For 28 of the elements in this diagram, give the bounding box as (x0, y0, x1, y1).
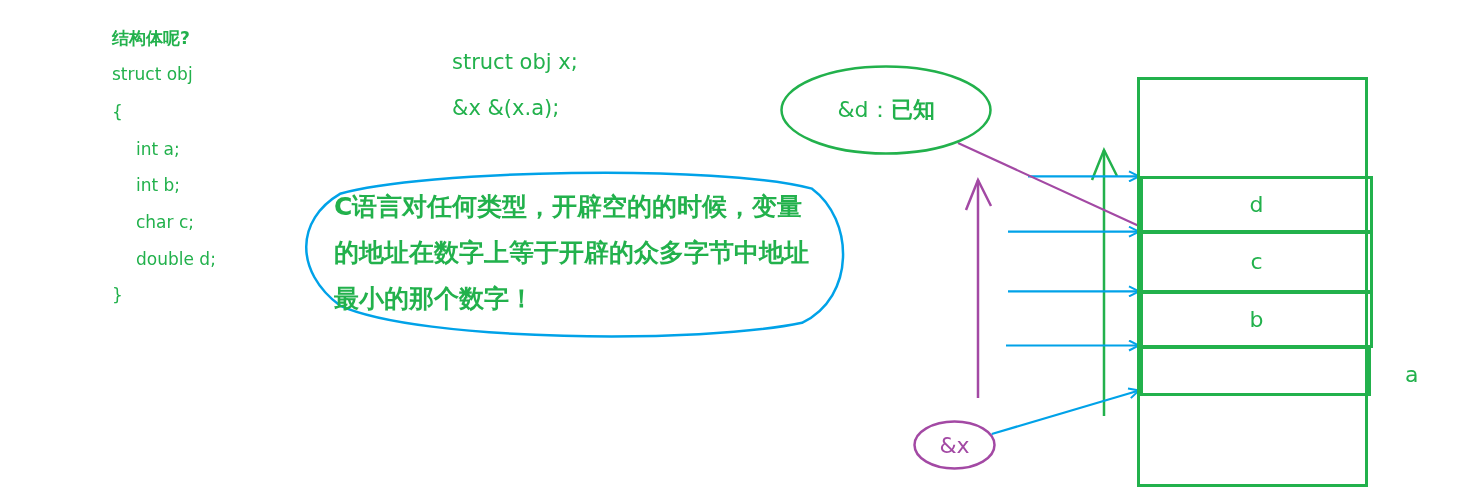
code-line: int a; (136, 141, 180, 158)
code-line: struct obj (112, 66, 193, 83)
code-line: double d; (136, 251, 216, 268)
callout-ellipse (780, 65, 992, 155)
code-line: } (112, 287, 123, 304)
note-text: &d：已知 (837, 96, 935, 124)
arrow (991, 387, 1140, 436)
code-line: { (112, 104, 123, 121)
pointer-circle (913, 420, 996, 470)
member-label: d (1248, 193, 1265, 216)
arrow (1008, 285, 1140, 298)
code-line: &x &(x.a); (452, 98, 560, 119)
code-line: int b; (136, 177, 181, 194)
member-label: b (1248, 308, 1265, 331)
code-line: struct obj x; (452, 52, 578, 73)
code-line: 结构体呢? (112, 30, 190, 47)
arrow (1008, 225, 1140, 238)
arrow (1006, 339, 1140, 352)
member-label: a (1405, 364, 1419, 386)
memory-cell (1140, 291, 1373, 348)
memory-cell (1140, 176, 1373, 233)
member-label: c (1249, 251, 1264, 273)
code-line: char c; (136, 214, 194, 231)
note-text: C语言对任何类型，开辟空的的时候，变量的地址在数字上等于开辟的众多字节中地址最小的那个数字！ (334, 191, 810, 315)
pointer-label: &x (939, 432, 970, 458)
connector-line (957, 142, 1140, 227)
arrow (1028, 170, 1140, 183)
memory-cell (1140, 231, 1373, 293)
